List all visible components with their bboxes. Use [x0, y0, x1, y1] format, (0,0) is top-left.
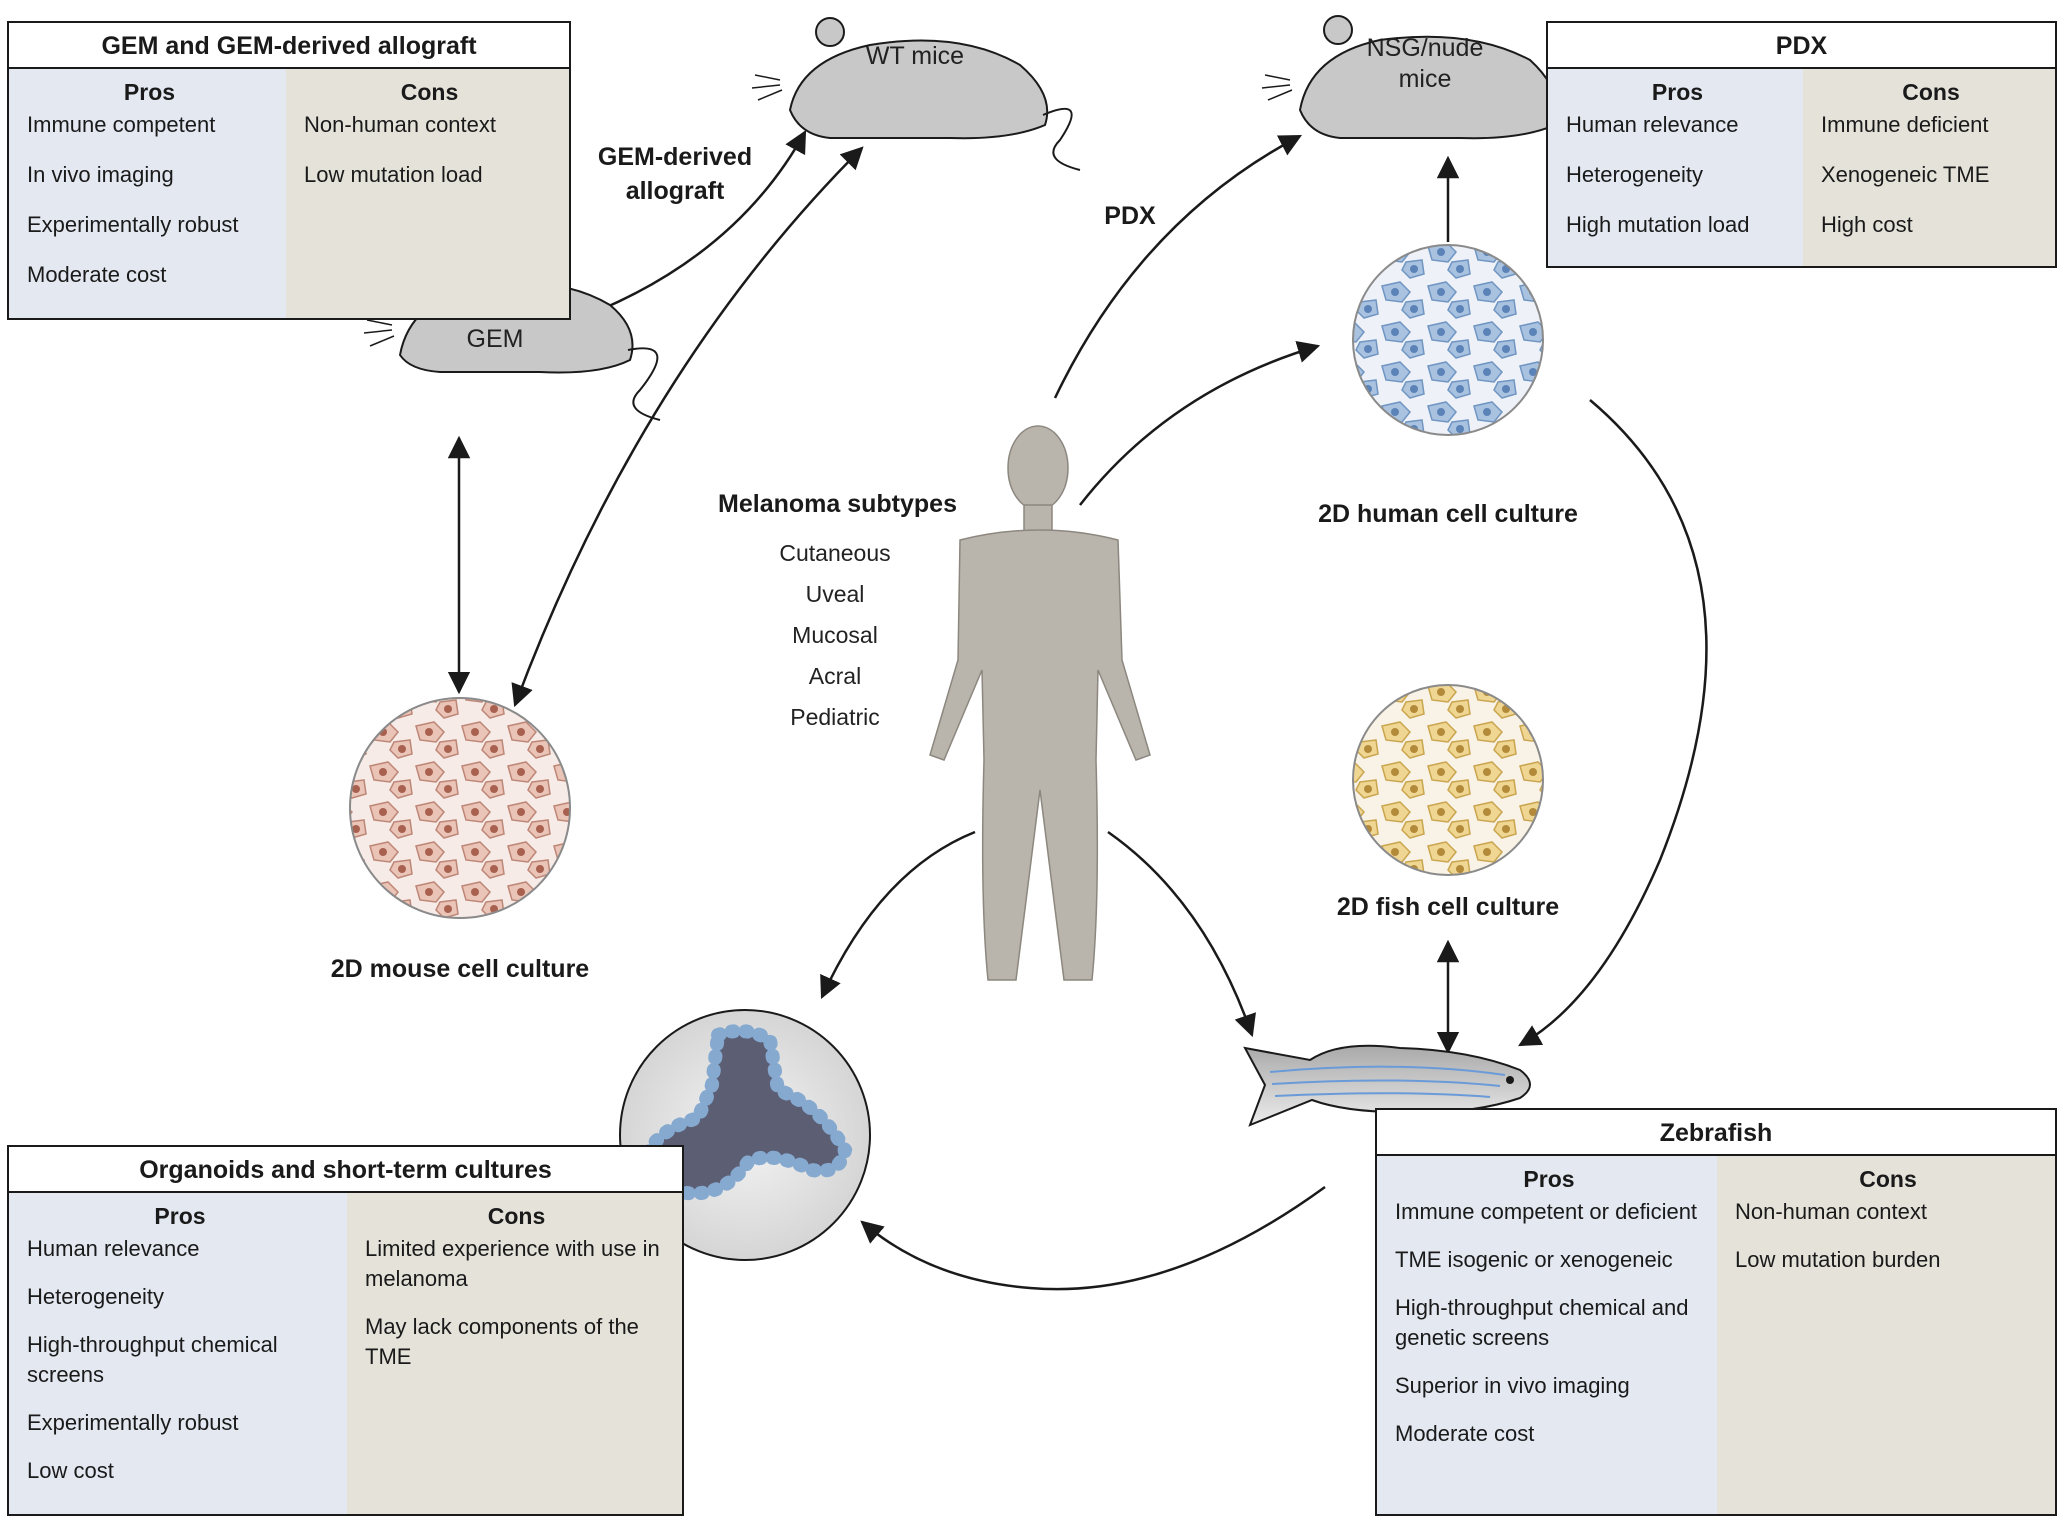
mouse-culture-label: 2D mouse cell culture [330, 955, 590, 983]
melanoma-subtypes-list: Cutaneous Uveal Mucosal Acral Pediatric [740, 533, 930, 738]
organoids-pros-item: Heterogeneity [27, 1284, 164, 1309]
zebrafish-pros-item: Moderate cost [1395, 1421, 1535, 1446]
gem-pros-column: Pros Immune competent In vivo imaging Ex… [9, 69, 286, 318]
zebrafish-pros-item: High-throughput chemical and genetic scr… [1395, 1295, 1689, 1350]
arrow-human-to-zebrafish [1107, 830, 1256, 1038]
organoids-pros-column: Pros Human relevance Heterogeneity High-… [9, 1193, 347, 1514]
organoids-box-title: Organoids and short-term cultures [9, 1147, 682, 1193]
gem-pros-item: Experimentally robust [27, 212, 239, 237]
pdx-pros-item: High mutation load [1566, 212, 1750, 237]
subtype-item: Pediatric [790, 704, 880, 730]
zebrafish-pros-column: Pros Immune competent or deficient TME i… [1377, 1156, 1717, 1514]
organoids-pros-item: Experimentally robust [27, 1410, 239, 1435]
gem-cons-column: Cons Non-human context Low mutation load [286, 69, 569, 318]
gem-pros-item: In vivo imaging [27, 162, 174, 187]
nsg-mice-label-line1: NSG/nude [1366, 34, 1484, 62]
arrow-human-to-nsg [1053, 134, 1302, 399]
arrow-human-to-organoids [820, 830, 976, 1000]
gem-allograft-label-line1: GEM-derived [597, 143, 753, 171]
arrow-human-to-human-culture [1079, 340, 1321, 506]
subtype-item: Uveal [805, 581, 865, 607]
organoids-cons-column: Cons Limited experience with use in mela… [347, 1193, 682, 1514]
zebrafish-cons-item: Non-human context [1735, 1199, 1927, 1224]
pdx-pros-item: Human relevance [1566, 112, 1739, 137]
pdx-cons-item: Xenogeneic TME [1821, 162, 1990, 187]
zebrafish-cons-item: Low mutation burden [1735, 1247, 1941, 1272]
fish-cell-culture-illustration [1352, 684, 1544, 876]
gem-cons-header: Cons [400, 79, 459, 105]
gem-box: GEM and GEM-derived allograft Pros Immun… [7, 21, 571, 320]
mouse-cell-culture-illustration [349, 697, 571, 919]
fish-culture-label: 2D fish cell culture [1336, 893, 1560, 921]
pdx-pros-item: Heterogeneity [1566, 162, 1703, 187]
pdx-pros-header: Pros [1651, 79, 1704, 105]
pdx-box-title: PDX [1548, 23, 2055, 69]
pdx-arrow-label: PDX [1104, 202, 1156, 230]
organoids-pros-item: High-throughput chemical screens [27, 1332, 278, 1387]
pdx-cons-item: Immune deficient [1821, 112, 1989, 137]
gem-pros-header: Pros [123, 79, 176, 105]
zebrafish-cons-header: Cons [1859, 1166, 1917, 1192]
human-culture-label: 2D human cell culture [1318, 500, 1578, 528]
arrow-wt-mouse-culture [511, 146, 864, 708]
subtype-item: Acral [808, 663, 862, 689]
organoids-cons-item: May lack components of the TME [365, 1314, 639, 1369]
gem-cons-item: Low mutation load [304, 162, 483, 187]
zebrafish-pros-header: Pros [1523, 1166, 1575, 1192]
nsg-mice-label: NSG/nude mice [1365, 33, 1485, 95]
zebrafish-box-title: Zebrafish [1377, 1110, 2055, 1156]
pdx-box: PDX Pros Human relevance Heterogeneity H… [1546, 21, 2057, 268]
zebrafish-pros-item: Superior in vivo imaging [1395, 1373, 1630, 1398]
organoids-box: Organoids and short-term cultures Pros H… [7, 1145, 684, 1516]
gem-pros-item: Moderate cost [27, 262, 167, 287]
organoids-pros-header: Pros [154, 1203, 206, 1229]
gem-pros-item: Immune competent [27, 112, 216, 137]
arrow-zebrafish-to-organoids [860, 1185, 1326, 1291]
nsg-mice-label-line2: mice [1398, 65, 1452, 93]
pdx-pros-column: Pros Human relevance Heterogeneity High … [1548, 69, 1803, 266]
human-silhouette [929, 425, 1151, 981]
pdx-cons-header: Cons [1902, 79, 1960, 105]
gem-allograft-label: GEM-derived allograft [585, 140, 765, 208]
pdx-cons-item: High cost [1821, 212, 1913, 237]
subtype-item: Mucosal [792, 622, 878, 648]
subtype-item: Cutaneous [779, 540, 891, 566]
organoids-cons-item: Limited experience with use in melanoma [365, 1236, 660, 1291]
melanoma-subtypes-title: Melanoma subtypes [718, 490, 957, 518]
zebrafish-box: Zebrafish Pros Immune competent or defic… [1375, 1108, 2057, 1516]
zebrafish-illustration [1243, 1044, 1531, 1127]
organoids-cons-header: Cons [487, 1203, 546, 1229]
organoids-pros-item: Low cost [27, 1458, 114, 1483]
gem-allograft-label-line2: allograft [625, 177, 725, 205]
human-cell-culture-illustration [1352, 244, 1544, 436]
zebrafish-pros-item: TME isogenic or xenogeneic [1395, 1247, 1673, 1272]
wt-mouse-illustration [751, 17, 1081, 171]
arrow-human-culture-to-zebrafish [1518, 399, 1708, 1047]
zebrafish-cons-column: Cons Non-human context Low mutation burd… [1717, 1156, 2055, 1514]
gem-cons-item: Non-human context [304, 112, 496, 137]
gem-box-title: GEM and GEM-derived allograft [9, 23, 569, 69]
gem-label: GEM [466, 325, 524, 353]
pdx-cons-column: Cons Immune deficient Xenogeneic TME Hig… [1803, 69, 2055, 266]
nsg-mouse-illustration [1261, 15, 1601, 171]
organoids-pros-item: Human relevance [27, 1236, 200, 1261]
zebrafish-pros-item: Immune competent or deficient [1395, 1199, 1698, 1224]
wt-mice-label: WT mice [865, 42, 965, 70]
